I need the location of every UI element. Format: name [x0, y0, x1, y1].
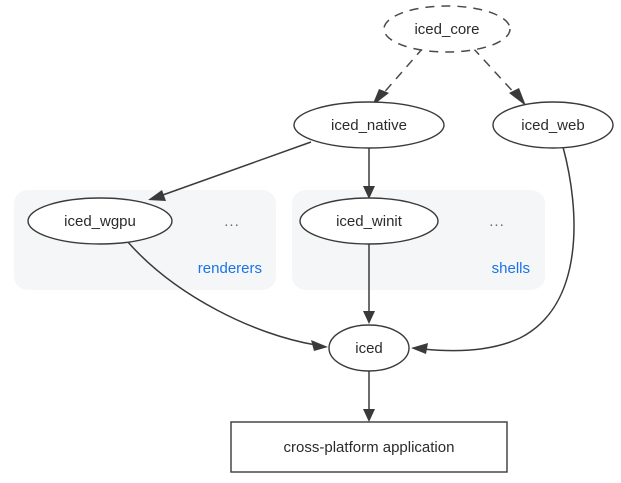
edge-iced-winit-to-iced: [363, 244, 375, 324]
edge-iced-to-application: [363, 371, 375, 422]
edge-iced-core-to-iced-web-arrowhead: [509, 88, 526, 106]
node-iced-web-shape[interactable]: [492, 101, 614, 149]
node-iced-core-shape[interactable]: [383, 5, 511, 53]
node-iced-shape[interactable]: [328, 324, 410, 372]
edge-iced-native-to-iced-wgpu: [148, 141, 312, 201]
edge-iced-web-to-iced: [411, 146, 575, 354]
node-application-shape[interactable]: [230, 421, 508, 473]
edge-iced-wgpu-to-iced-line: [126, 240, 317, 346]
node-iced[interactable]: iced: [328, 324, 410, 372]
edge-iced-core-to-iced-web-line: [472, 47, 518, 97]
node-iced-wgpu-shape[interactable]: [27, 197, 173, 245]
node-iced-wgpu[interactable]: iced_wgpu: [27, 197, 173, 245]
edge-iced-native-to-iced-wgpu-line: [159, 141, 312, 197]
edge-iced-winit-to-iced-arrowhead: [363, 311, 375, 324]
edge-iced-core-to-iced-native: [372, 47, 424, 106]
node-iced-native[interactable]: iced_native: [293, 101, 445, 149]
node-iced-winit[interactable]: iced_winit: [299, 197, 439, 245]
edge-iced-web-to-iced-arrowhead: [411, 343, 428, 354]
edge-iced-to-application-arrowhead: [363, 409, 375, 422]
node-iced-native-shape[interactable]: [293, 101, 445, 149]
edge-iced-wgpu-to-iced-arrowhead: [311, 340, 328, 351]
edge-iced-core-to-iced-native-line: [380, 47, 424, 97]
edge-iced-native-to-iced-wgpu-arrowhead: [148, 190, 166, 201]
edge-iced-core-to-iced-web: [472, 47, 526, 106]
node-application[interactable]: cross-platform application: [230, 421, 508, 473]
node-iced-web[interactable]: iced_web: [492, 101, 614, 149]
edge-iced-native-to-iced-winit: [363, 148, 375, 199]
edge-iced-wgpu-to-iced: [126, 240, 328, 351]
node-iced-core[interactable]: iced_core: [383, 5, 511, 53]
edge-iced-web-to-iced-line: [422, 146, 575, 352]
edge-iced-native-to-iced-winit-arrowhead: [363, 186, 375, 199]
node-iced-winit-shape[interactable]: [299, 197, 439, 245]
